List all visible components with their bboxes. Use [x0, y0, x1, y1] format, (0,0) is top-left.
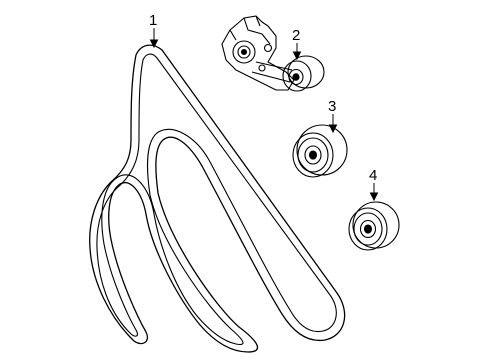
- tensioner-bolt-boss: [232, 40, 256, 64]
- arrowhead-4: [369, 192, 379, 202]
- serpentine-belt: [89, 44, 346, 353]
- tensioner-stud-upper: [263, 43, 273, 53]
- callout-leaders: [149, 28, 379, 202]
- tensioner-pulley-rear: [287, 55, 325, 89]
- tensioner-bolt-inner: [237, 45, 251, 59]
- tensioner-bracket: [221, 15, 295, 91]
- tensioner-stud-lower: [258, 64, 266, 72]
- tensioner-bracket-rib: [229, 15, 271, 45]
- idler-pulley: [292, 124, 348, 178]
- tensioner-pulley-hub: [288, 68, 304, 86]
- arrowhead-3: [328, 124, 338, 134]
- belt-tensioner-assembly: [221, 15, 325, 92]
- belt-inner-edge: [96, 53, 337, 346]
- idler-pulley-small: [348, 201, 400, 251]
- callout-4: 4: [369, 167, 377, 184]
- small-pulley-bolt: [363, 224, 373, 234]
- callout-2: 2: [292, 27, 300, 44]
- idler-pulley-rear: [296, 124, 348, 176]
- small-pulley-rear: [352, 201, 400, 249]
- tensioner-pulley-face: [282, 60, 312, 92]
- idler-pulley-bolt: [308, 150, 318, 160]
- idler-pulley-face: [292, 132, 334, 178]
- idler-pulley-groove: [297, 137, 329, 173]
- small-pulley-face: [348, 207, 388, 251]
- tensioner-bolt-hole: [240, 48, 248, 56]
- arrowhead-2: [292, 51, 302, 61]
- idler-pulley-hub: [304, 145, 322, 165]
- callout-1: 1: [149, 12, 157, 29]
- small-pulley-hub: [359, 219, 377, 239]
- belt-outer-edge: [89, 44, 346, 353]
- small-pulley-groove: [353, 212, 383, 246]
- tensioner-pulley-bolt: [292, 73, 300, 81]
- arrowhead-1: [149, 39, 159, 49]
- callout-3: 3: [328, 98, 336, 115]
